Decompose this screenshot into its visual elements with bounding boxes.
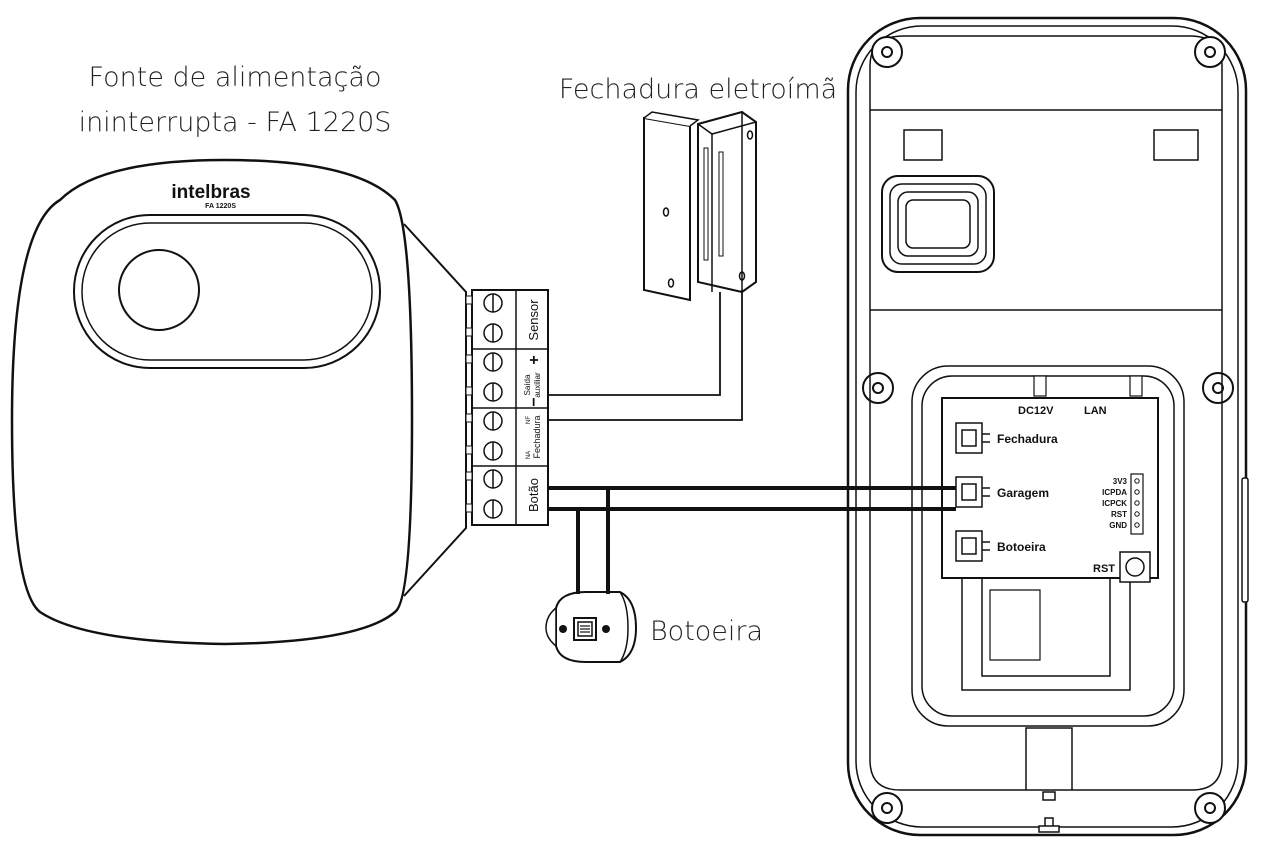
pin-label-gnd: GND (1109, 521, 1127, 530)
terminal-block: Sensor + Saída auxiliar − NF NA Fechadur… (465, 289, 549, 526)
electromagnetic-lock (643, 110, 757, 302)
power-supply: intelbras FA 1220S (10, 158, 467, 646)
terminal-label-na: NA (526, 451, 532, 459)
terminal-label-aux-minus: − (526, 397, 543, 406)
power-supply-indicator (118, 249, 200, 331)
power-supply-side (403, 223, 467, 597)
pin-label-icpda: ICPDA (1102, 488, 1127, 497)
intercom-unit (846, 16, 1249, 837)
pin-label-3v3: 3V3 (1113, 477, 1128, 486)
reset-label: RST (1093, 563, 1115, 575)
terminal-screws (483, 293, 503, 519)
terminal-label-lock: Fechadura (532, 415, 542, 458)
lock-wires (548, 290, 743, 421)
terminal-label-nf: NF (526, 416, 532, 424)
connector-label-botoeira: Botoeira (997, 540, 1046, 554)
connector-label-garagem: Garagem (997, 486, 1049, 500)
button-caption: Botoeira (650, 616, 763, 647)
brand-logo: intelbras (171, 182, 250, 203)
terminal-label-aux-line1: Saída (523, 374, 532, 395)
button-wires (548, 486, 956, 594)
connector-label-fechadura: Fechadura (997, 432, 1058, 446)
lock-caption: Fechadura eletroímã (559, 74, 837, 105)
power-supply-panel-inner (81, 222, 373, 361)
terminal-label-aux-line2: auxiliar (533, 372, 542, 398)
pin-label-icpck: ICPCK (1102, 499, 1127, 508)
board-label-dc12v: DC12V (1018, 405, 1054, 417)
power-supply-caption-line2: ininterrupta - FA 1220S (79, 107, 392, 138)
exit-button (545, 591, 638, 663)
terminal-label-button: Botão (526, 478, 541, 512)
camera-housing (881, 175, 995, 273)
power-supply-caption-line1: Fonte de alimentação (89, 62, 382, 93)
board-label-lan: LAN (1084, 405, 1107, 417)
pin-label-rst: RST (1111, 510, 1127, 519)
terminal-label-sensor: Sensor (526, 299, 541, 341)
board-connectors (955, 422, 990, 562)
terminal-label-aux-plus: + (526, 355, 543, 364)
model-label: FA 1220S (205, 203, 236, 210)
mounting-holes (862, 36, 1234, 824)
